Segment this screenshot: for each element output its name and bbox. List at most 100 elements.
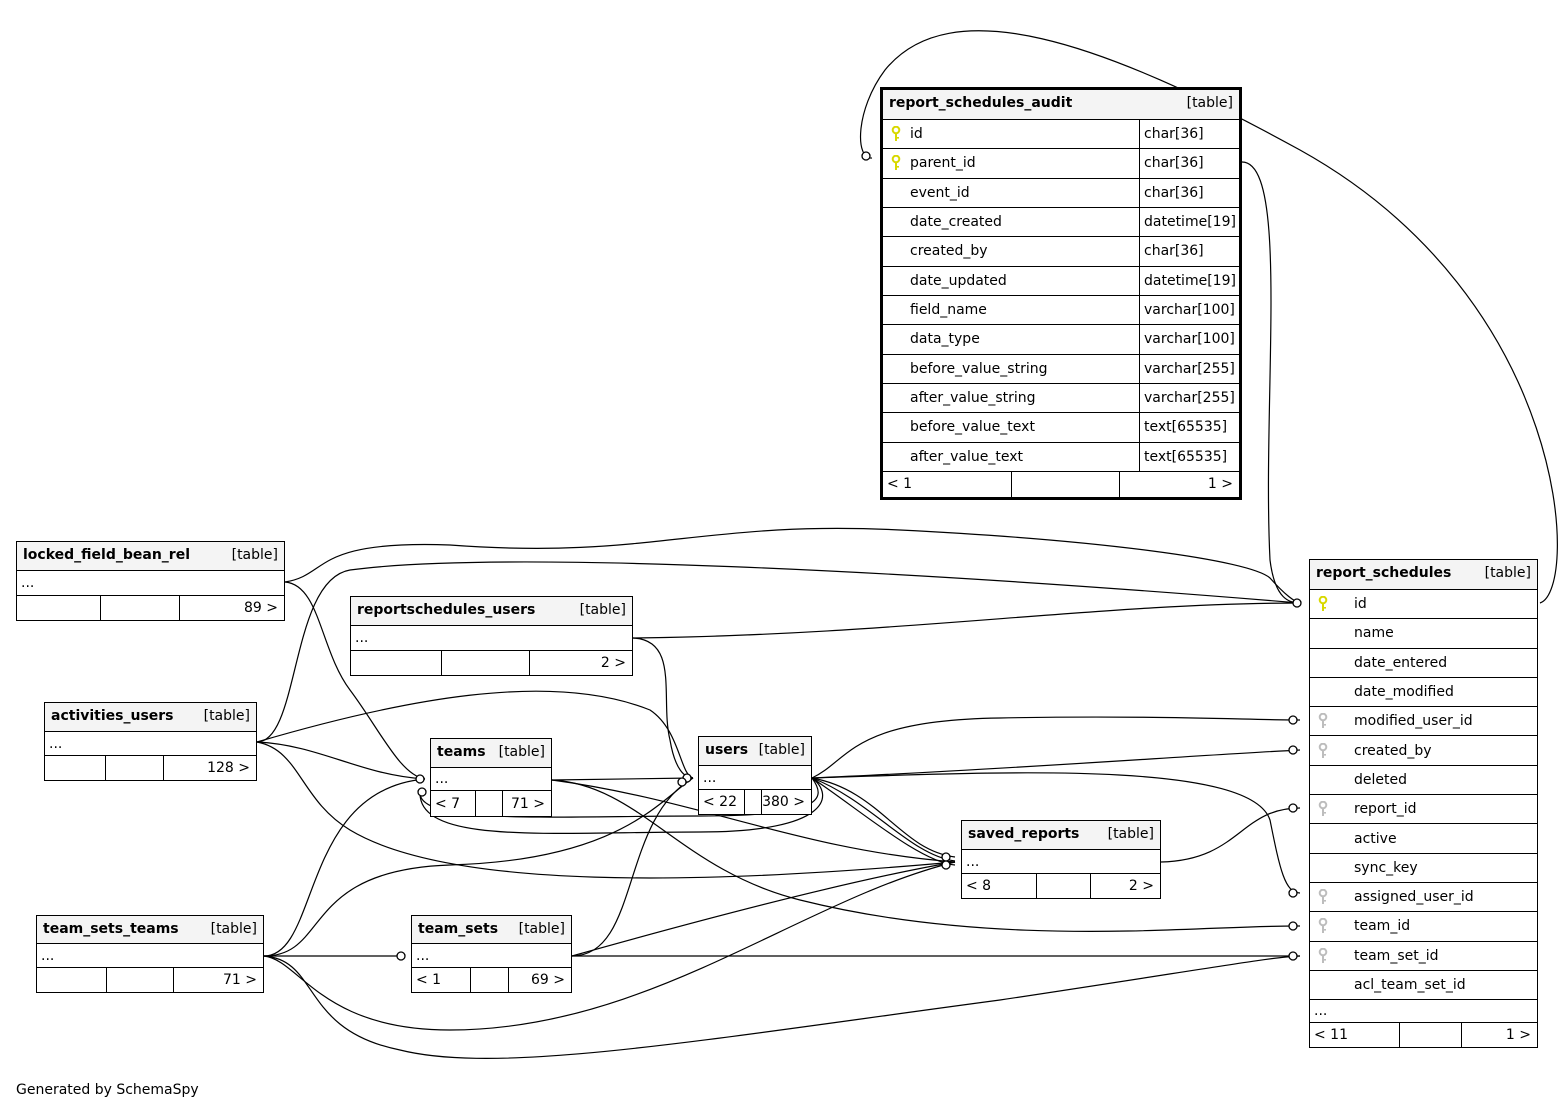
more-columns[interactable]: ... <box>699 766 811 790</box>
more-columns[interactable]: ... <box>431 768 551 791</box>
column-row[interactable]: sync_key <box>1310 854 1537 883</box>
more-columns[interactable]: ... <box>962 850 1160 874</box>
footer-divider <box>441 651 442 675</box>
table-team-sets[interactable]: team_sets[table]... < 1 69 > <box>411 915 572 993</box>
children-link[interactable]: 380 > <box>762 794 805 810</box>
parents-link[interactable]: < 11 <box>1314 1027 1348 1044</box>
column-type: varchar[255] <box>1139 383 1235 413</box>
table-saved-reports[interactable]: saved_reports[table]... < 8 2 > <box>961 820 1161 899</box>
table-kind: [table] <box>210 921 257 937</box>
column-row[interactable]: name <box>1310 619 1537 649</box>
column-row[interactable]: team_set_id <box>1310 942 1537 971</box>
table-header[interactable]: report_schedules[table] <box>1310 560 1537 590</box>
table-users[interactable]: users[table]... < 22 380 > <box>698 736 812 815</box>
relationship-line <box>632 637 694 779</box>
table-kind: [table] <box>1107 826 1154 842</box>
table-activities-users[interactable]: activities_users[table]... 128 > <box>44 702 257 781</box>
children-link[interactable]: 128 > <box>207 760 250 776</box>
column-name: sync_key <box>1354 859 1418 876</box>
column-row[interactable]: date_modified <box>1310 678 1537 708</box>
more-columns[interactable]: ... <box>412 944 571 968</box>
children-link[interactable]: 71 > <box>223 972 257 988</box>
table-header[interactable]: activities_users[table] <box>45 703 256 732</box>
column-name: acl_team_set_id <box>1354 977 1466 993</box>
table-header[interactable]: reportschedules_users[table] <box>351 597 632 626</box>
column-name: parent_id <box>910 155 976 172</box>
relationship-line <box>256 690 694 779</box>
table-header[interactable]: saved_reports[table] <box>962 821 1160 850</box>
column-type: varchar[100] <box>1139 295 1235 325</box>
children-link[interactable]: 2 > <box>600 655 626 671</box>
children-link[interactable]: 2 > <box>1128 878 1154 894</box>
children-link[interactable]: 1 > <box>1207 476 1233 493</box>
parents-link[interactable]: < 1 <box>416 972 442 988</box>
table-header[interactable]: team_sets_teams[table] <box>37 916 263 944</box>
ellipsis: ... <box>966 853 980 870</box>
table-header[interactable]: teams[table] <box>431 739 551 768</box>
column-row[interactable]: team_id <box>1310 912 1537 942</box>
more-columns[interactable]: ... <box>1310 1000 1537 1024</box>
more-columns[interactable]: ... <box>351 626 632 651</box>
ellipsis: ... <box>416 947 430 964</box>
children-link[interactable]: 89 > <box>244 600 278 616</box>
column-row[interactable]: assigned_user_id <box>1310 883 1537 913</box>
parents-link[interactable]: < 7 <box>435 795 461 812</box>
column-row[interactable]: report_id <box>1310 795 1537 825</box>
column-name: created_by <box>1354 742 1432 759</box>
table-header[interactable]: users[table] <box>699 737 811 766</box>
footer-divider <box>470 968 471 992</box>
column-row[interactable]: modified_user_id <box>1310 707 1537 737</box>
column-row[interactable]: id <box>1310 590 1537 620</box>
primary-key-icon <box>891 125 901 142</box>
relationship-line <box>284 581 426 780</box>
column-row[interactable]: created_by <box>1310 736 1537 766</box>
table-report-schedules[interactable]: report_schedules[table]id name date_entere… <box>1309 559 1538 1049</box>
table-name: users <box>705 742 749 758</box>
children-link[interactable]: 71 > <box>511 795 545 812</box>
table-name: report_schedules <box>1316 565 1452 581</box>
column-row[interactable]: acl_team_set_id <box>1310 971 1537 1001</box>
column-name: name <box>1354 625 1394 642</box>
relationship-line <box>811 777 956 862</box>
more-columns[interactable]: ... <box>17 571 284 596</box>
children-link[interactable]: 69 > <box>531 972 565 988</box>
table-reportschedules-users[interactable]: reportschedules_users[table]... 2 > <box>350 596 633 676</box>
table-footer: 128 > <box>45 756 256 780</box>
table-footer: 2 > <box>351 651 632 675</box>
more-columns[interactable]: ... <box>45 732 256 756</box>
footer-divider <box>761 790 762 814</box>
parents-link[interactable]: < 1 <box>887 476 913 493</box>
column-name: team_set_id <box>1354 947 1439 964</box>
table-header[interactable]: team_sets[table] <box>412 916 571 944</box>
table-locked-field-bean-rel[interactable]: locked_field_bean_rel[table]... 89 > <box>16 541 285 621</box>
column-name: date_created <box>910 214 1002 231</box>
parents-link[interactable]: < 8 <box>966 878 992 894</box>
parents-link[interactable]: < 22 <box>703 794 737 810</box>
column-row[interactable]: date_entered <box>1310 649 1537 678</box>
table-footer: < 1 69 > <box>412 968 571 992</box>
column-row[interactable]: active <box>1310 824 1537 854</box>
column-name: created_by <box>910 243 988 260</box>
column-row[interactable]: deleted <box>1310 766 1537 796</box>
more-columns[interactable]: ... <box>37 944 263 968</box>
children-link[interactable]: 1 > <box>1505 1027 1531 1044</box>
table-teams[interactable]: teams[table]... < 7 71 > <box>430 738 552 817</box>
table-name: team_sets <box>418 921 499 937</box>
table-team-sets-teams[interactable]: team_sets_teams[table]... 71 > <box>36 915 264 993</box>
table-header[interactable]: locked_field_bean_rel[table] <box>17 542 284 571</box>
table-header[interactable]: report_schedules_audit[table] <box>883 90 1239 120</box>
